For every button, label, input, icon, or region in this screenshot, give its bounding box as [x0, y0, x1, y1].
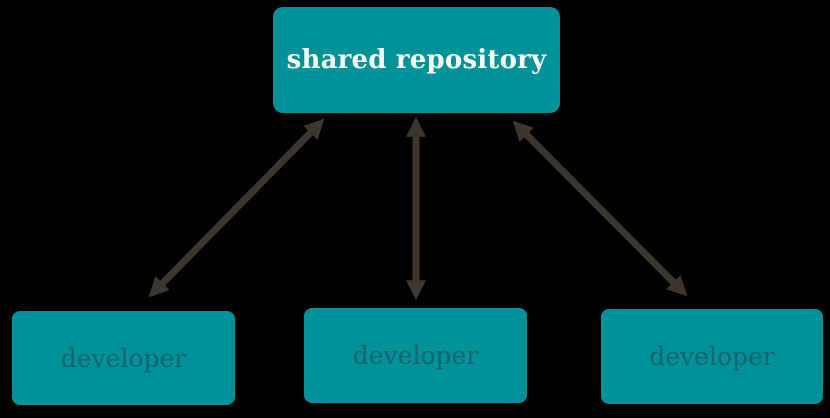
developer-node-1: developer	[12, 311, 235, 405]
shared-repository-label: shared repository	[286, 45, 547, 75]
developer-label-2: developer	[352, 341, 479, 370]
developer-node-2: developer	[304, 308, 527, 403]
developer-label-3: developer	[649, 342, 775, 371]
arrow-repo-developer-3	[512, 120, 688, 297]
arrow-repo-developer-1	[148, 118, 325, 298]
developer-node-3: developer	[601, 309, 823, 404]
developer-label-1: developer	[60, 343, 187, 373]
shared-repository-node: shared repository	[273, 7, 560, 113]
